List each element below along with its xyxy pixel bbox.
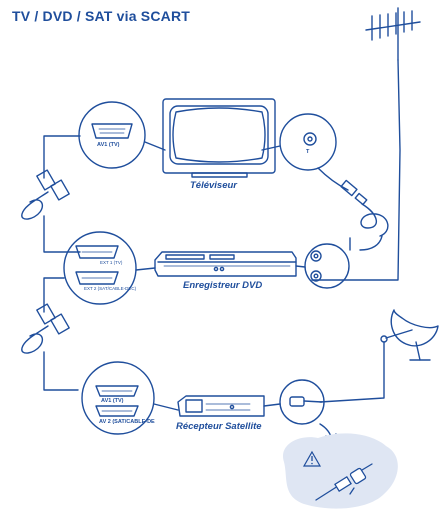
antenna-cable <box>317 167 389 251</box>
satellite-dish-icon <box>319 309 439 403</box>
tv-scart-label: AV1 (TV) <box>97 142 120 148</box>
scart-cable-tv-dvd <box>21 135 81 253</box>
satellite-receiver <box>177 395 265 417</box>
warning-callout <box>282 433 398 509</box>
sat-av2-label: AV 2 (SAT/CABLE-DE <box>99 419 155 425</box>
sat-av1-label: AV1 (TV) <box>101 398 124 404</box>
television <box>162 98 276 178</box>
warning-icon <box>302 450 322 467</box>
sat-input-callout <box>263 379 325 425</box>
dvd-scart-callout <box>63 231 156 305</box>
scart-cable-dvd-sat <box>21 277 79 391</box>
page-title: TV / DVD / SAT via SCART <box>12 8 191 24</box>
tv-antenna-callout <box>261 113 337 171</box>
dvd-scart-lower-tag: EXT 2 (SAT/CABLE-DEC) <box>84 286 137 291</box>
sat-label: Récepteur Satellite <box>176 421 262 432</box>
tv-scart-callout <box>78 101 166 169</box>
tv-label: Téléviseur <box>190 180 237 191</box>
antenna-icon <box>311 7 421 281</box>
dvd-label: Enregistreur DVD <box>183 280 263 291</box>
dvd-antenna-callout <box>295 243 350 289</box>
dvd-scart-upper-tag: EXT 1 (TV) <box>100 260 123 265</box>
dvd-recorder <box>154 251 297 277</box>
sat-scart-callout <box>81 361 179 435</box>
tv-antenna-label: T <box>306 149 310 155</box>
